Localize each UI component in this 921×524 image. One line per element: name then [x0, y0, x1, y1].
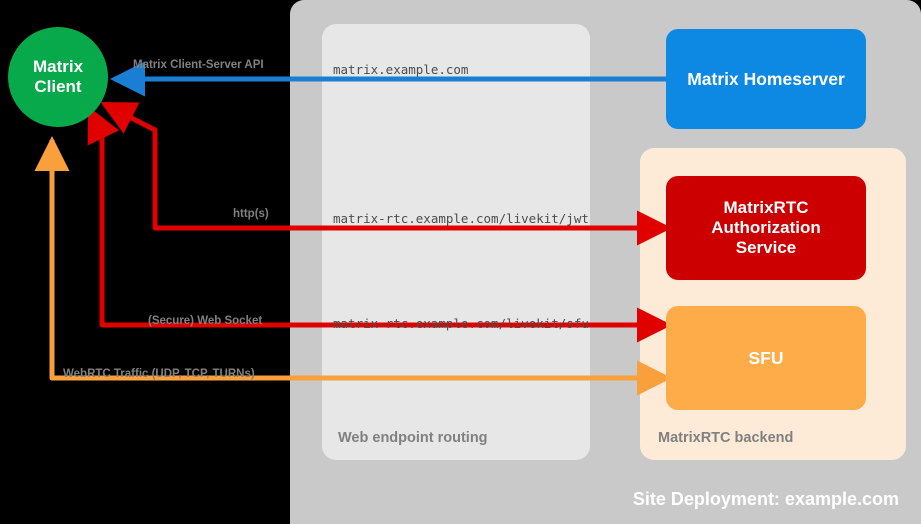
- node-matrixrtc-authorization-service[interactable]: MatrixRTC Authorization Service: [666, 176, 866, 280]
- matrix-client-label-line1: Matrix: [32, 57, 84, 77]
- matrixrtc-backend-label: MatrixRTC backend: [658, 430, 794, 446]
- edge-label-cs-api-endpoint: matrix.example.com: [333, 62, 469, 77]
- edge-label-cs-api-protocol: Matrix Client-Server API: [133, 59, 264, 71]
- node-matrix-homeserver[interactable]: Matrix Homeserver: [666, 29, 866, 129]
- node-matrix-client[interactable]: Matrix Client: [8, 27, 108, 127]
- edge-label-webrtc-protocol: WebRTC Traffic (UDP, TCP, TURNs): [63, 368, 255, 380]
- auth-service-label-line3: Service: [735, 238, 797, 258]
- site-deployment-label: Site Deployment: example.com: [632, 489, 899, 509]
- edge-label-websocket-endpoint: matrix-rtc.example.com/livekit/sfu: [333, 316, 589, 331]
- web-endpoint-routing-label: Web endpoint routing: [338, 430, 488, 446]
- edge-label-jwt-protocol: http(s): [233, 208, 269, 220]
- edge-label-jwt-endpoint: matrix-rtc.example.com/livekit/jwt: [333, 211, 589, 226]
- matrix-homeserver-label: Matrix Homeserver: [687, 68, 845, 89]
- edge-label-websocket-protocol: (Secure) Web Socket: [148, 315, 263, 327]
- auth-service-label-line1: MatrixRTC: [723, 197, 809, 217]
- web-endpoint-routing-container: Web endpoint routing: [322, 24, 590, 460]
- node-sfu[interactable]: SFU: [666, 306, 866, 410]
- sfu-label: SFU: [748, 347, 784, 368]
- matrix-client-label-line2: Client: [34, 77, 82, 96]
- auth-service-label-line2: Authorization: [711, 217, 821, 237]
